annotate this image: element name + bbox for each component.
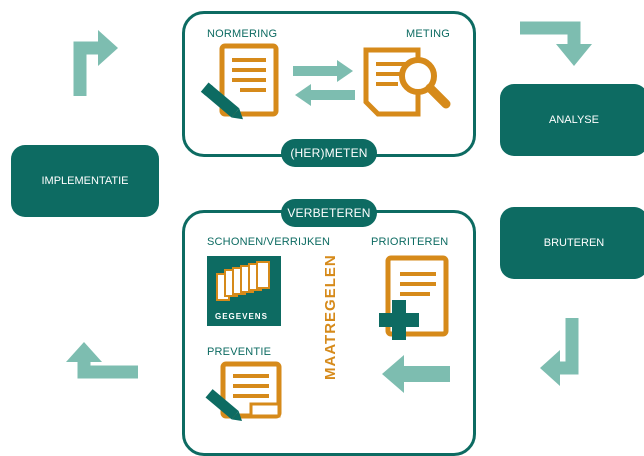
arrow-left-icon — [382, 355, 450, 393]
verbeteren-pill: VERBETEREN — [281, 199, 377, 227]
arrow-up-left-icon — [66, 342, 138, 379]
arrow-down-left-icon — [540, 318, 579, 386]
preventie-label: PREVENTIE — [207, 346, 272, 358]
document-edit-icon — [205, 361, 282, 421]
document-plus-icon — [379, 255, 449, 340]
schonen-label: SCHONEN/VERRIJKEN — [207, 236, 331, 248]
meting-label: METING — [406, 28, 450, 40]
implementatie-box: IMPLEMENTATIE — [11, 145, 159, 217]
data-stack-icon: GEGEVENS — [207, 256, 281, 326]
gegevens-label: GEGEVENS — [215, 312, 268, 321]
maatregelen-label: MAATREGELEN — [322, 254, 339, 380]
swap-arrows-icon — [293, 60, 355, 106]
arrow-down-right-icon — [520, 21, 592, 66]
bruteren-box: BRUTEREN — [500, 207, 644, 279]
document-pencil-icon — [200, 43, 279, 120]
prioriteren-label: PRIORITEREN — [371, 236, 449, 248]
arrow-up-right-icon — [73, 30, 118, 96]
document-magnifier-icon — [363, 47, 451, 117]
analyse-box: ANALYSE — [500, 84, 644, 156]
normering-label: NORMERING — [207, 28, 278, 40]
hermeten-pill: (HER)METEN — [281, 139, 377, 167]
